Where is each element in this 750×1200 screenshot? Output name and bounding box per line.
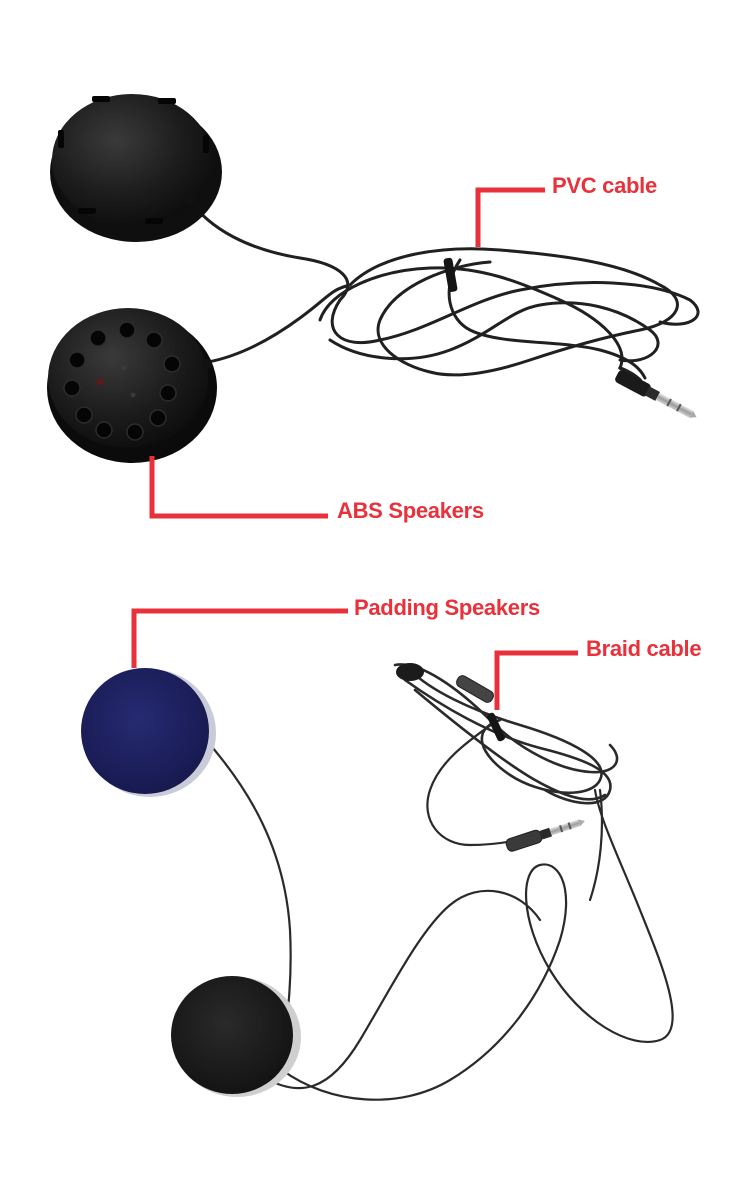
callout-label-pvc-cable: PVC cable (552, 173, 657, 198)
pvc-cable-coil (348, 247, 679, 377)
braid-cable-coil (403, 678, 612, 805)
braid-cable-wire (258, 889, 542, 1090)
callout-line-abs (149, 456, 328, 519)
cable-tie (443, 257, 458, 292)
callout-line-padding (131, 608, 348, 668)
callout-line-braid (494, 650, 578, 710)
pvc-cable-wire (206, 283, 352, 364)
pvc-audio-jack (615, 370, 697, 418)
pvc-cable-coil (447, 258, 647, 380)
braid-plug-end (396, 663, 424, 681)
padding-speaker-blue (81, 668, 216, 797)
callout-label-braid-cable: Braid cable (586, 636, 702, 661)
braid-cable-coil (393, 663, 619, 774)
braid-cable-coil (408, 668, 603, 795)
abs-speaker-top (50, 94, 222, 242)
braid-cable-wire (280, 788, 674, 1101)
callout-lines (131, 187, 578, 710)
padding-speaker-black (171, 976, 301, 1097)
pvc-cable-coil (318, 266, 624, 370)
braid-cable-group (204, 663, 674, 1101)
pvc-cable-group (186, 196, 700, 382)
pvc-cable-coil (330, 281, 700, 345)
pvc-cable-wire (186, 196, 350, 302)
abs-speaker-bottom (47, 308, 217, 463)
pvc-cable-coil (328, 301, 660, 363)
braid-cable-wire (588, 788, 604, 902)
braid-cable-coil (413, 688, 607, 801)
callout-line-pvc (475, 187, 545, 247)
braid-audio-jack (505, 819, 585, 852)
braid-cable-tie (487, 712, 505, 742)
braid-inline-barrel (456, 675, 494, 703)
callout-label-padding-speakers: Padding Speakers (354, 595, 540, 620)
callout-label-abs-speakers: ABS Speakers (337, 498, 484, 523)
